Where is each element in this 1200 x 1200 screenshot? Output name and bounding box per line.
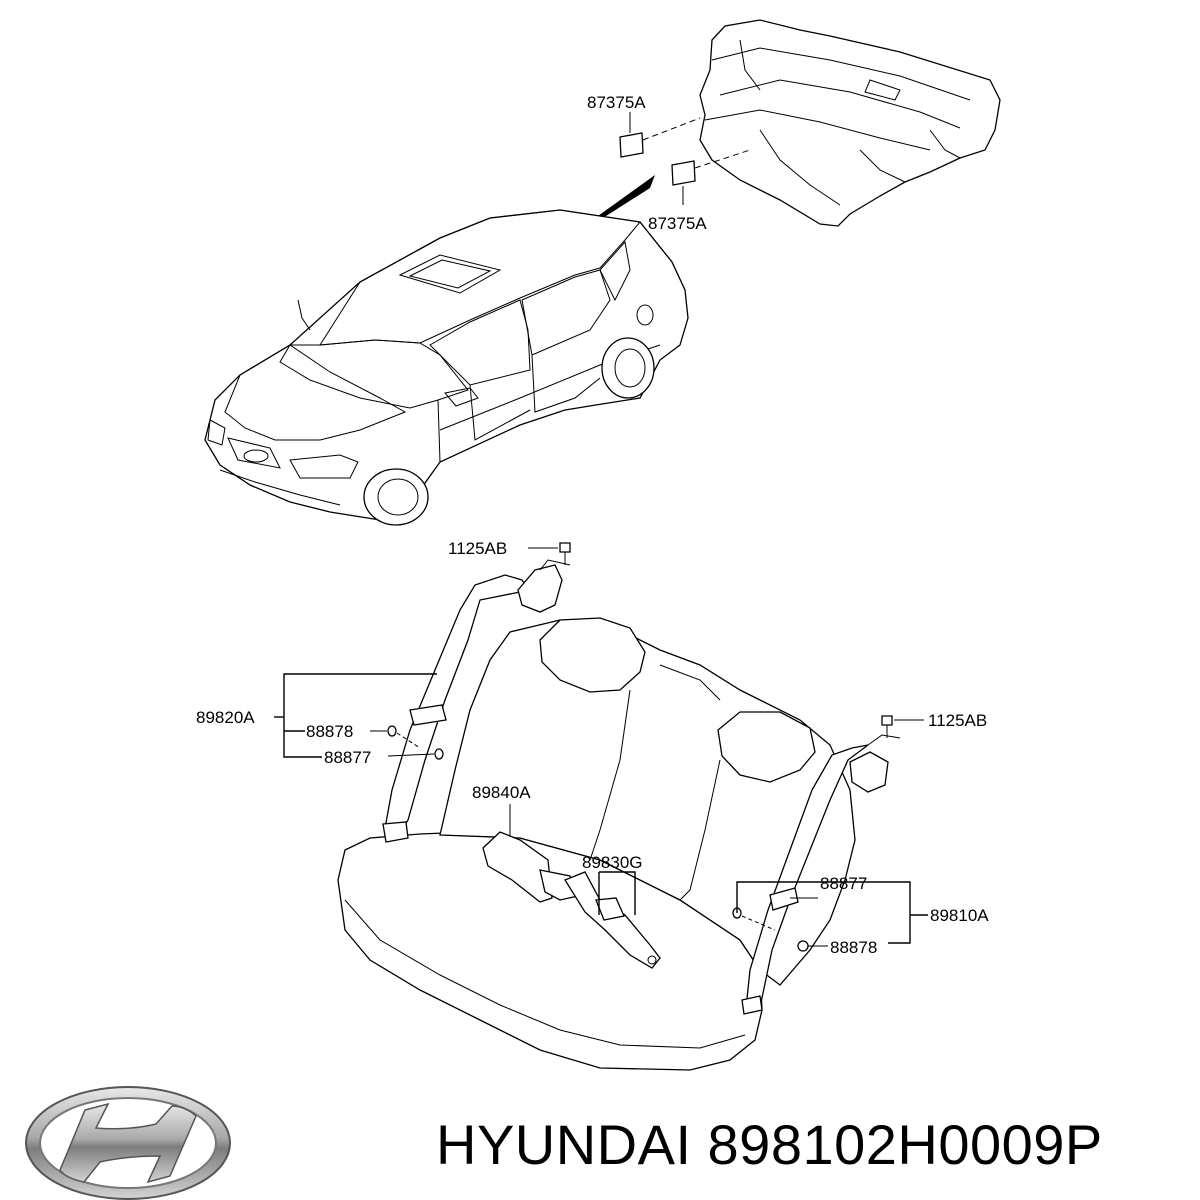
buckle-89840a	[482, 831, 579, 903]
label-89830g: 89830G	[582, 853, 643, 872]
cap-88877-left	[434, 748, 444, 760]
leader-88877-left	[387, 753, 435, 757]
dash-cap-left	[396, 732, 421, 749]
rear-seat	[337, 617, 856, 1071]
label-1125ab-right: 1125AB	[928, 711, 987, 730]
label-88877-right: 88877	[820, 874, 867, 893]
label-88877-left: 88877	[324, 748, 371, 767]
bolt-left	[559, 542, 571, 565]
label-89820a: 89820A	[196, 708, 255, 727]
right-seatbelt	[741, 734, 901, 1015]
hyundai-logo	[25, 1086, 231, 1200]
insulator-pad-lower	[671, 160, 696, 186]
cap-88878-left	[387, 725, 397, 737]
package-tray-panel	[699, 19, 1001, 227]
dash-cap-right	[741, 915, 776, 931]
label-89840a: 89840A	[472, 783, 531, 802]
insulator-pad-upper	[619, 132, 644, 158]
label-87375a-upper: 87375A	[587, 93, 646, 112]
label-1125ab-left: 1125AB	[448, 539, 507, 558]
bracket-89830g	[598, 871, 636, 915]
leader-pad-upper	[642, 117, 701, 141]
label-88878-right: 88878	[830, 938, 877, 957]
label-88878-left: 88878	[306, 722, 353, 741]
bracket-89820a	[283, 673, 437, 758]
part-number: 898102H0009P	[707, 1113, 1103, 1176]
bolt-right	[881, 715, 893, 738]
label-87375a-lower: 87375A	[648, 214, 707, 233]
brand-name: HYUNDAI	[436, 1113, 692, 1176]
left-seatbelt	[382, 559, 571, 843]
cap-88878-right	[797, 940, 809, 952]
buckle-89830g	[564, 871, 661, 969]
bracket-89810a	[736, 881, 911, 944]
sedan-illustration	[204, 209, 689, 526]
label-89810a: 89810A	[930, 906, 989, 925]
